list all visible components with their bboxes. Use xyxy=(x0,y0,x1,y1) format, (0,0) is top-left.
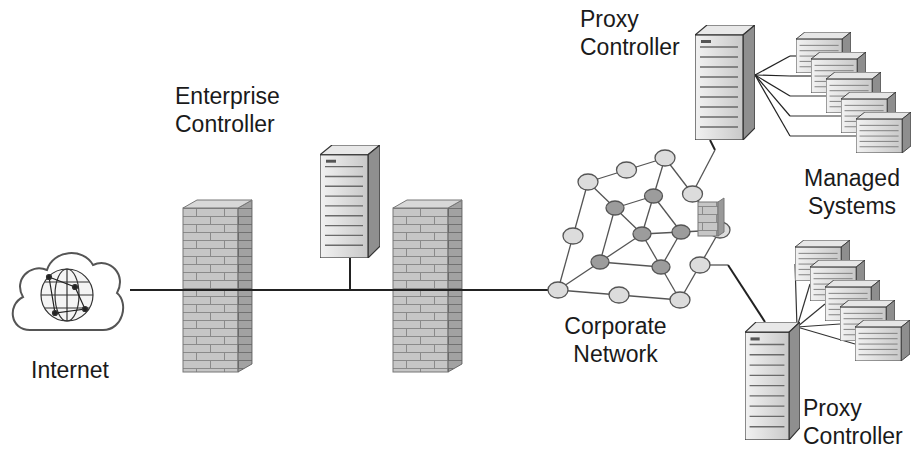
network-link xyxy=(728,265,765,322)
node-art xyxy=(745,322,915,440)
firewall xyxy=(183,200,252,372)
cloud-outline xyxy=(13,253,123,330)
network-link xyxy=(755,75,790,96)
node-art xyxy=(548,150,728,310)
proxy-controller: Proxy Controller xyxy=(575,3,755,140)
fan-line xyxy=(797,304,825,327)
globe xyxy=(41,269,93,321)
network-link xyxy=(755,75,790,116)
network-link xyxy=(755,56,790,75)
small-firewall xyxy=(698,198,724,236)
node-label: Proxy Controller xyxy=(803,395,915,450)
corporate-network: Corporate Network xyxy=(548,150,728,372)
firewall xyxy=(393,200,462,372)
node-label: Internet xyxy=(10,357,130,385)
node-art xyxy=(5,235,130,347)
server-unit xyxy=(855,320,910,361)
node-art xyxy=(790,28,914,158)
fan-line xyxy=(797,324,840,327)
node-label: Corporate Network xyxy=(548,313,683,368)
server-tower xyxy=(745,322,800,440)
network-graph xyxy=(548,150,730,308)
node-label: Enterprise Controller xyxy=(175,83,317,138)
fan-line xyxy=(797,284,810,327)
server-tower xyxy=(695,25,755,140)
proxy-controller: Proxy Controller xyxy=(745,322,915,457)
network-link xyxy=(350,258,548,290)
network-link xyxy=(710,140,715,150)
server-stack xyxy=(795,240,910,361)
node-label: Managed Systems xyxy=(793,165,911,220)
server-tower xyxy=(320,145,380,258)
network-link xyxy=(755,75,790,136)
network-link xyxy=(755,75,790,76)
node-label: Proxy Controller xyxy=(580,6,694,61)
network-link xyxy=(130,258,350,290)
managed-systems: Managed Systems xyxy=(790,28,914,225)
enterprise-controller: Enterprise Controller xyxy=(170,80,380,258)
server-unit xyxy=(856,112,911,153)
internet-cloud: Internet xyxy=(5,235,130,395)
